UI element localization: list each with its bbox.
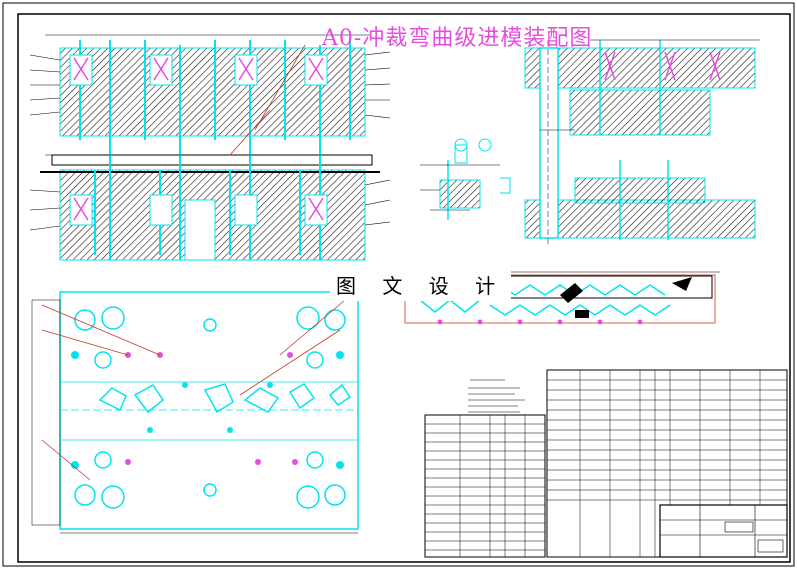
punch-detail-view — [420, 138, 511, 220]
parts-list-table-left — [424, 414, 546, 558]
strip-layout — [400, 271, 720, 325]
technical-requirements-notes — [468, 379, 525, 413]
side-section-view — [524, 39, 760, 245]
front-section-view — [29, 34, 391, 261]
drawing-title: A0-冲裁弯曲级进模装配图 — [322, 26, 593, 51]
sheet-inner-border — [17, 13, 791, 563]
watermark-label: 图 文 设 计 — [330, 268, 512, 301]
title-block — [659, 504, 788, 558]
plan-view — [31, 291, 359, 534]
